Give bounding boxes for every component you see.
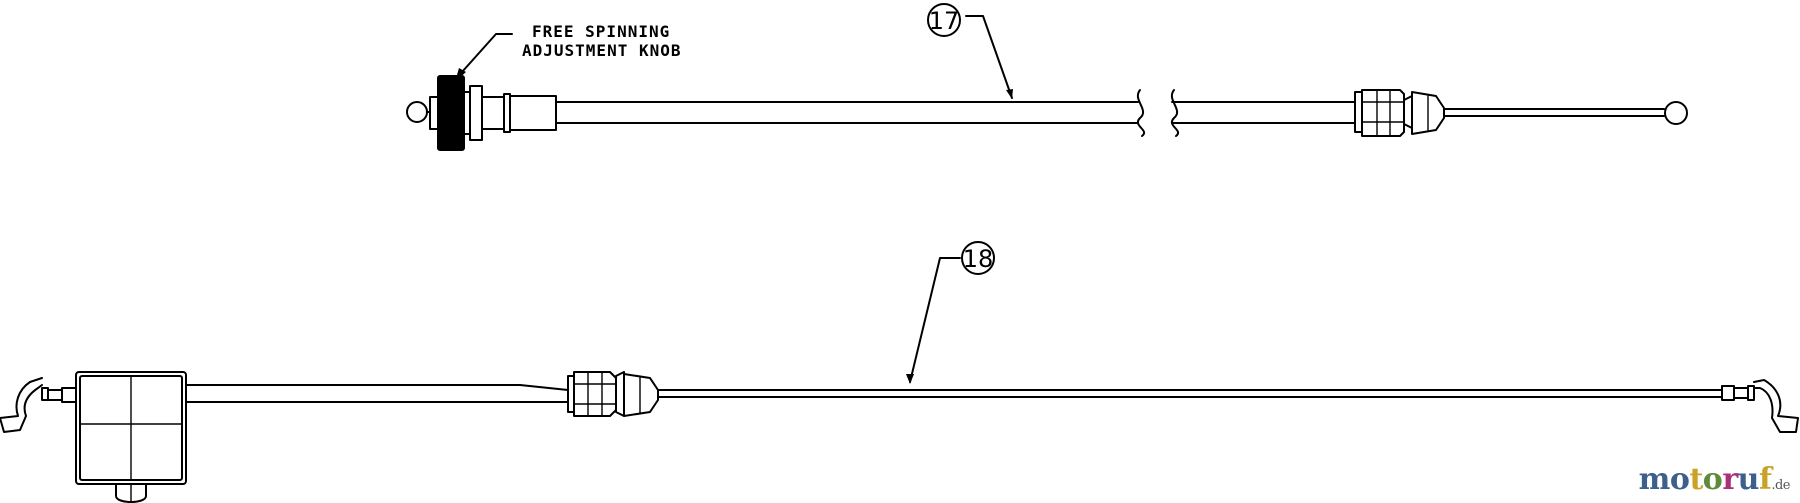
adjustment-knob: [437, 75, 465, 151]
watermark-letter: m: [1638, 462, 1671, 497]
cable-17-fitting: [429, 75, 557, 151]
cable-18: 18: [0, 241, 1799, 503]
watermark-letter: u: [1737, 462, 1760, 497]
watermark-logo: motoruf.de: [1638, 462, 1791, 497]
cable-18-control-box: [75, 371, 187, 503]
break-mark-left: [1137, 89, 1145, 137]
cable-17-ferrule: [1354, 89, 1445, 137]
note-leader: [461, 33, 513, 73]
break-mark-right: [1171, 89, 1179, 137]
cable-17: 17: [406, 3, 1688, 151]
note-line-2: ADJUSTMENT KNOB: [522, 41, 682, 60]
cable-18-right-hook: [1721, 379, 1799, 433]
callout-18-label: 18: [963, 245, 994, 273]
callout-17-label: 17: [929, 7, 960, 35]
cable-18-ferrule: [567, 371, 659, 417]
cable-17-left-ball: [406, 101, 428, 123]
leader-17: [965, 15, 1013, 99]
leader-18: [909, 257, 961, 383]
cable-17-right-ball: [1664, 101, 1688, 125]
watermark-letter: r: [1722, 462, 1738, 497]
watermark-suffix: .de: [1771, 478, 1790, 493]
note-line-1: FREE SPINNING: [532, 22, 670, 41]
watermark-letter: o: [1669, 462, 1690, 497]
watermark-letter: o: [1702, 462, 1723, 497]
cable-18-left-hook: [0, 377, 77, 433]
watermark-letter: t: [1689, 462, 1703, 497]
knob-note: FREE SPINNING ADJUSTMENT KNOB: [455, 22, 682, 82]
callout-17-balloon: [927, 3, 961, 37]
watermark-letter: f: [1758, 462, 1772, 497]
callout-18-balloon: [961, 241, 995, 275]
